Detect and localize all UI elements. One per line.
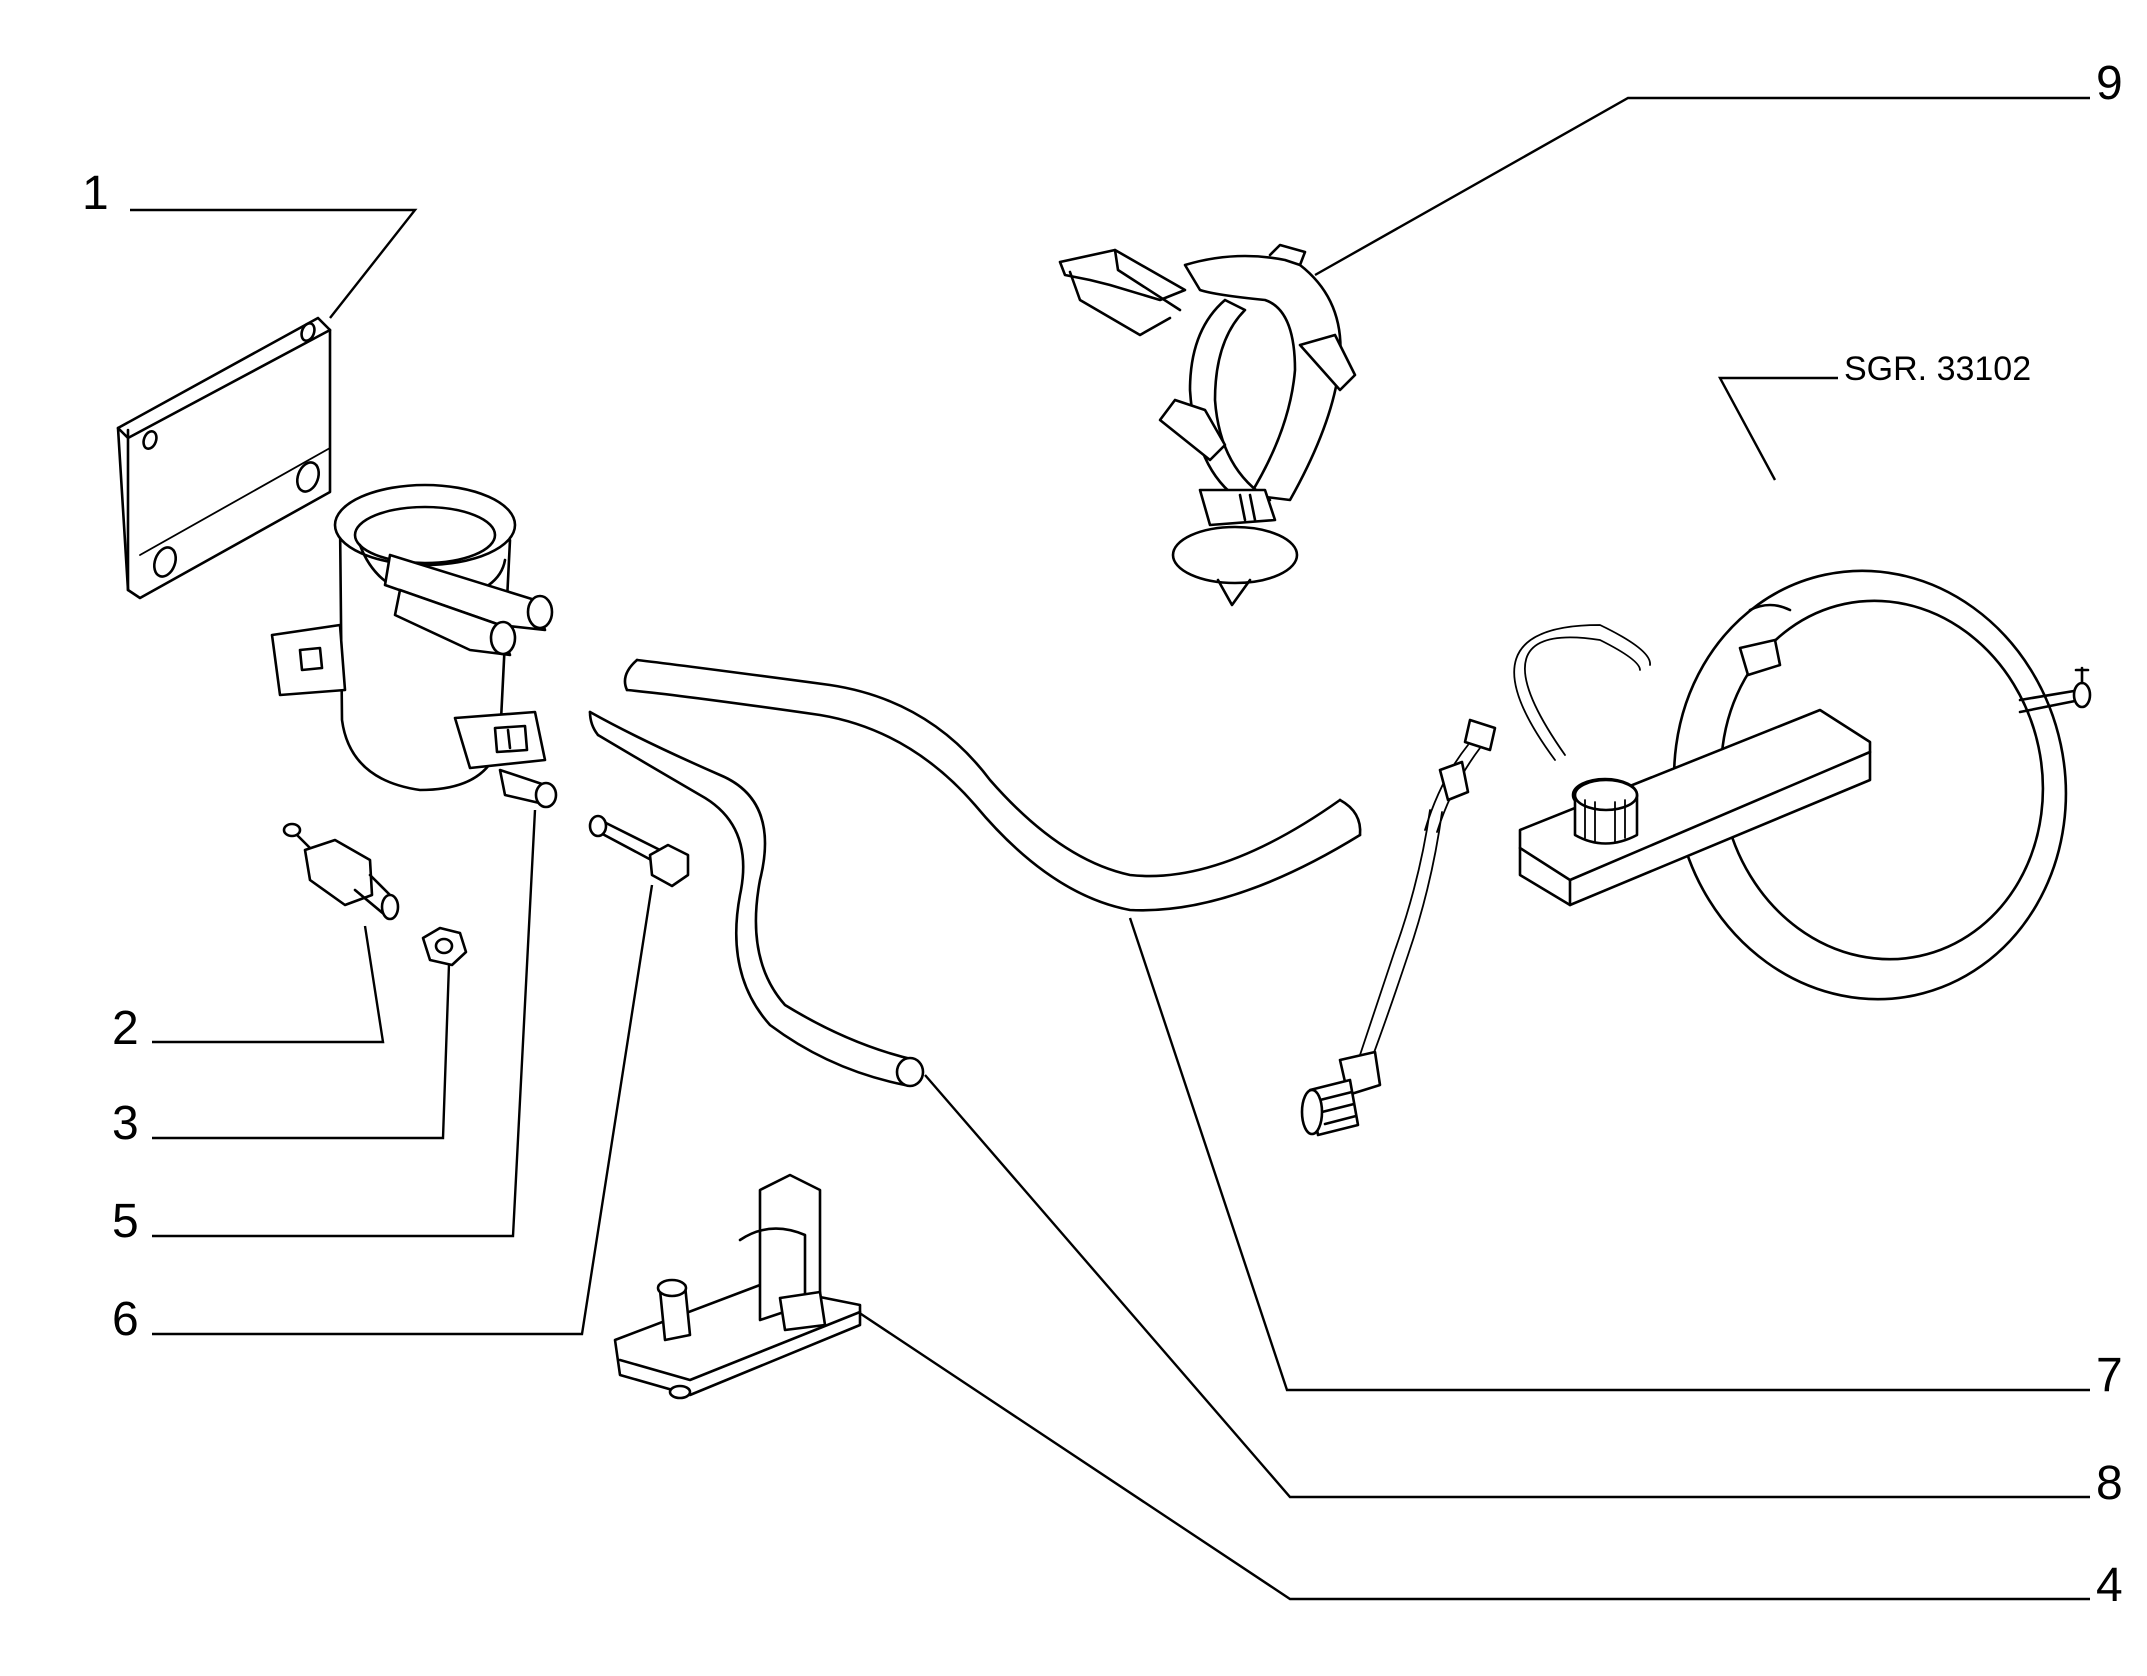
callout-4: 4 — [2096, 1559, 2123, 1612]
callout-5: 5 — [112, 1195, 139, 1248]
leader-8 — [924, 1074, 2090, 1499]
leader-3 — [152, 934, 452, 1140]
callout-1: 1 — [82, 167, 109, 220]
leader-7 — [1128, 917, 2090, 1392]
leader-6 — [152, 884, 654, 1336]
callout-2: 2 — [112, 1002, 139, 1055]
callout-9: 9 — [2096, 57, 2123, 110]
part-4-holder — [613, 1173, 862, 1400]
vacuum-valve — [270, 483, 558, 809]
part-3-nut — [421, 926, 468, 967]
leader-ref — [1717, 376, 1838, 481]
callout-8: 8 — [2096, 1457, 2123, 1510]
brake-servo-assembly — [1300, 569, 2092, 1137]
leader-lines — [130, 96, 2090, 1601]
part-2-stud — [282, 822, 400, 921]
leader-4 — [854, 1309, 2090, 1601]
callout-3: 3 — [112, 1097, 139, 1150]
part-1-bracket — [116, 316, 332, 600]
part-6-bolt — [588, 814, 690, 888]
leader-5 — [152, 809, 537, 1238]
part-7-hose — [623, 658, 1362, 912]
part-8-hose — [588, 710, 925, 1088]
leader-9 — [1314, 96, 2090, 277]
callout-6: 6 — [112, 1293, 139, 1346]
leader-1 — [130, 208, 418, 319]
callout-ref-sgr: SGR. 33102 — [1844, 350, 2032, 388]
leader-2 — [152, 925, 385, 1044]
callout-7: 7 — [2096, 1349, 2123, 1402]
part-9-clip — [1058, 243, 1357, 607]
